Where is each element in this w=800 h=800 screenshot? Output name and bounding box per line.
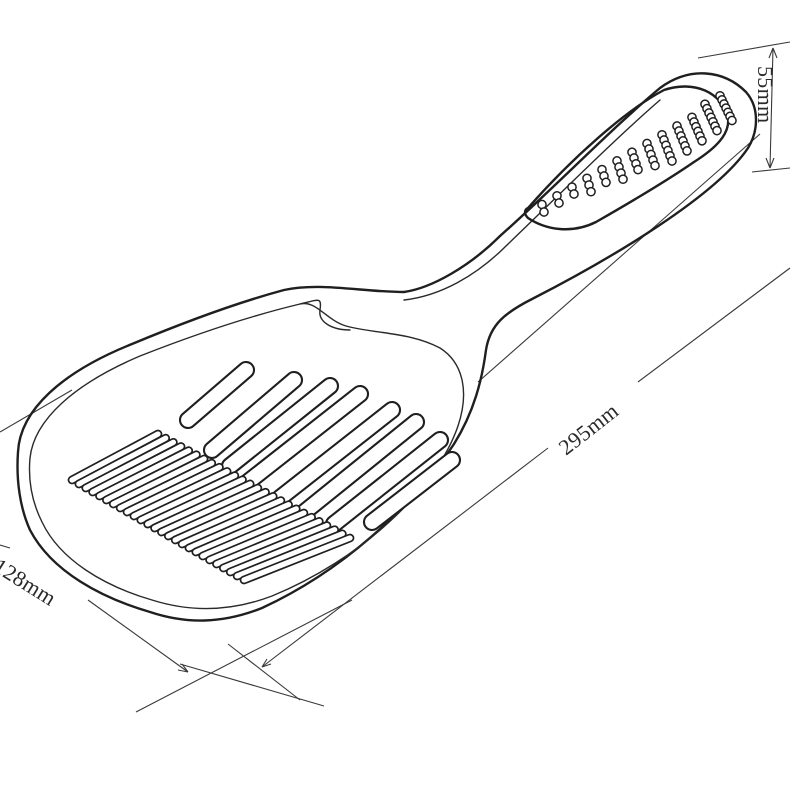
- comb-tine: [239, 533, 355, 585]
- tine-group: [67, 429, 355, 585]
- dim-128-arrow: [177, 663, 189, 673]
- grip-dot: [539, 207, 549, 217]
- grip-dot: [554, 198, 564, 208]
- grip-dot: [712, 125, 722, 136]
- grip-dot: [618, 174, 628, 185]
- grip-dot: [569, 189, 579, 199]
- slot-group: [178, 360, 462, 534]
- grip-dot: [633, 164, 643, 175]
- grip-dot: [697, 135, 707, 146]
- dim-128-line-lower: [87, 599, 189, 673]
- grip-dot: [667, 156, 677, 166]
- scoop-inner-rim: [28, 302, 465, 610]
- grip-panel: [523, 85, 730, 231]
- scoop-outline: [16, 72, 758, 622]
- grip-dot: [727, 115, 737, 126]
- dim-295-extension-top: [477, 133, 761, 383]
- dim-128-extension-bottom: [135, 599, 353, 713]
- head-width-label: 128mm: [0, 553, 61, 611]
- slot-opening: [362, 450, 462, 532]
- dim-295-line-lower: [261, 447, 549, 668]
- slot-opening: [178, 360, 256, 430]
- grip-dot: [650, 160, 660, 171]
- dim-128-line-upper: [0, 544, 11, 549]
- grip-dot: [586, 186, 596, 197]
- handle-bevel: [403, 99, 661, 301]
- grip-texture: [537, 90, 737, 217]
- total-length-label: 295mm: [554, 398, 624, 460]
- grip-dot: [601, 177, 611, 188]
- scoop-rim-notch: [299, 299, 351, 331]
- dim-55-arrow-bottom: [765, 157, 775, 169]
- dim-55-line: [769, 47, 774, 169]
- dim-128-extension-corner: [179, 663, 325, 707]
- dim-295-extension-bottom: [227, 643, 301, 701]
- dim-55-arrow-top: [768, 47, 778, 59]
- handle-width-label: 55mm: [753, 66, 778, 123]
- dim-55-extension-top: [697, 41, 791, 59]
- grip-dot: [682, 146, 692, 156]
- dim-55-extension-bottom: [751, 167, 791, 173]
- dim-128-extension-top: [0, 389, 73, 433]
- dim-295-line-upper: [637, 267, 791, 383]
- scoop-body: [16, 72, 758, 622]
- dim-295-arrow: [261, 658, 272, 668]
- dimension-lines: [0, 41, 791, 713]
